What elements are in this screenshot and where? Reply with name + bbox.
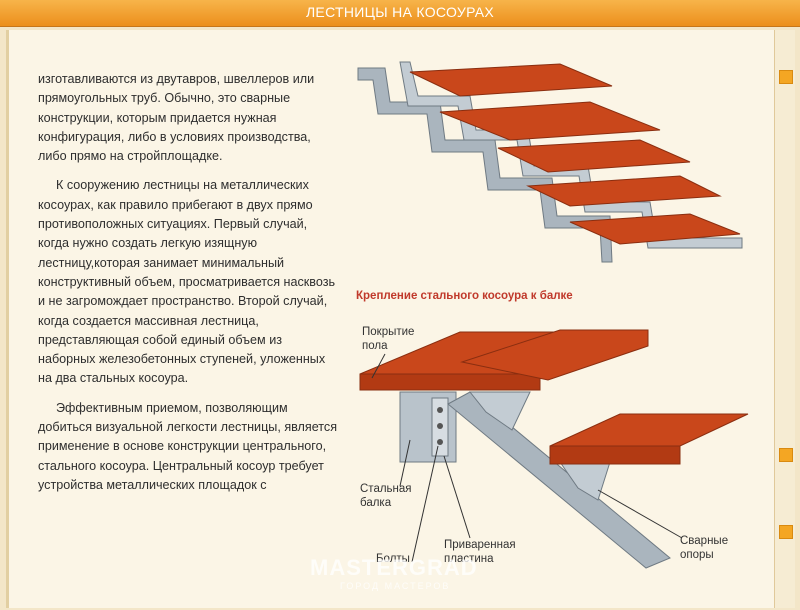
leader-supports [597,489,683,539]
label-welded-plate: Приваренная пластина [444,539,516,565]
step-3 [497,139,691,173]
leader-plate [443,455,471,539]
bolt-1 [437,407,443,413]
label-bolts: Болты [376,553,410,565]
bolt-2 [437,423,443,429]
paragraph-1: изготавливаются из двутавров, швеллеров … [38,72,315,164]
page-title: ЛЕСТНИЦЫ НА КОСОУРАХ [305,4,495,20]
leader-floor [371,353,386,379]
step-2 [439,101,661,141]
step-5 [569,213,741,245]
scroll-marker-middle[interactable] [779,448,793,462]
beam-attachment-drawing [359,329,749,569]
floor-slab-front [359,373,541,391]
bolt-3 [437,439,443,445]
page-header: ЛЕСТНИЦЫ НА КОСОУРАХ [0,0,800,27]
article-text: изготавливаются из двутавров, швеллеров … [38,70,338,505]
label-weld-supports: Сварные опоры [680,535,729,561]
paragraph-2: К сооружению лестницы на металлических к… [38,178,336,386]
scroll-marker-bottom[interactable] [779,525,793,539]
lower-step-front [549,445,681,465]
watermark-tagline: ГОРОД МАСТЕРОВ [340,581,451,591]
label-floor-covering: Покрытие пола [362,326,415,352]
stringer-back [357,67,613,263]
leader-bolts [411,445,439,563]
central-stringer [447,391,671,569]
diagram-caption: Крепление стального косоура к балке [356,290,573,302]
label-steel-beam: Стальная балка [360,483,412,509]
step-1 [409,63,613,97]
stringer-stair-drawing [357,61,743,263]
paragraph-3: Эффективным приемом, позволяющим добитьс… [38,400,338,492]
top-landing [460,329,649,381]
support-upper [468,391,531,431]
scroll-marker-top[interactable] [779,70,793,84]
step-4 [526,175,722,207]
watermark-logo: MASTERGRAD [310,555,478,580]
page-scrollbar[interactable] [774,30,795,608]
leader-beam [399,439,411,487]
lower-step-top [549,413,749,447]
